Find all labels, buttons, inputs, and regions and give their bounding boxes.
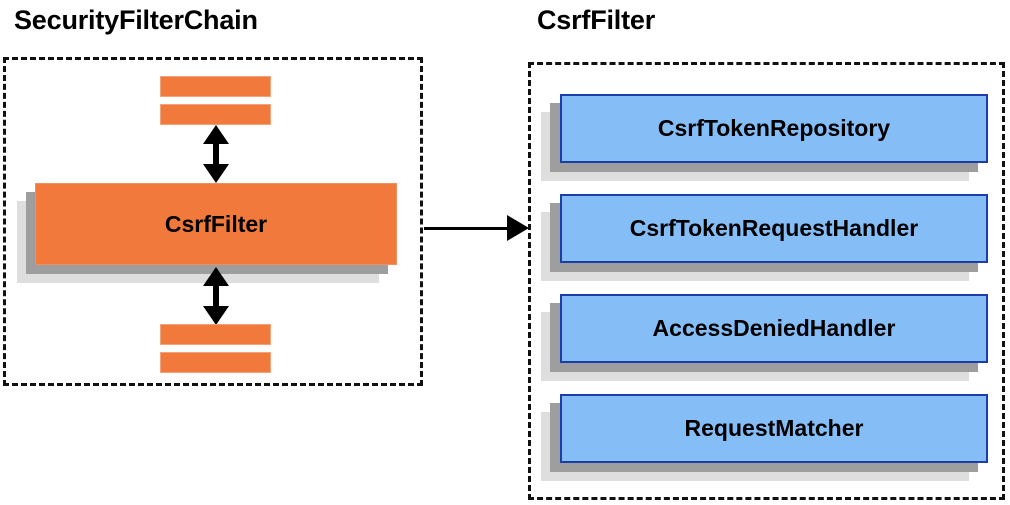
- filter-stub-bar-bottom-2: [160, 352, 271, 373]
- csrf-filter-box[interactable]: CsrfFilter: [35, 183, 397, 265]
- filter-stub-bar-top-2: [160, 104, 271, 125]
- collaborator-box-csrf-token-repository[interactable]: CsrfTokenRepository: [560, 94, 988, 163]
- arrow-up-icon-bottom: [203, 267, 229, 286]
- collaborator-box-csrf-token-request-handler[interactable]: CsrfTokenRequestHandler: [560, 194, 988, 263]
- csrf-filter-panel: [528, 62, 1005, 500]
- arrow-right-icon: [507, 215, 529, 241]
- arrow-shaft-top: [213, 140, 219, 168]
- left-panel-title: SecurityFilterChain: [14, 5, 258, 35]
- security-filter-chain-panel: [3, 57, 423, 386]
- collaborator-box-access-denied-handler[interactable]: AccessDeniedHandler: [560, 294, 988, 363]
- filter-stub-bar-bottom-1: [160, 324, 271, 345]
- arrow-up-icon-top: [203, 125, 229, 144]
- filter-stub-bar-top-1: [160, 76, 271, 97]
- connector-shaft: [424, 227, 509, 230]
- arrow-down-icon-top: [203, 164, 229, 183]
- right-panel-title: CsrfFilter: [537, 5, 656, 35]
- arrow-down-icon-bottom: [203, 306, 229, 325]
- collaborator-box-request-matcher[interactable]: RequestMatcher: [560, 394, 988, 463]
- arrow-shaft-bottom: [213, 282, 219, 310]
